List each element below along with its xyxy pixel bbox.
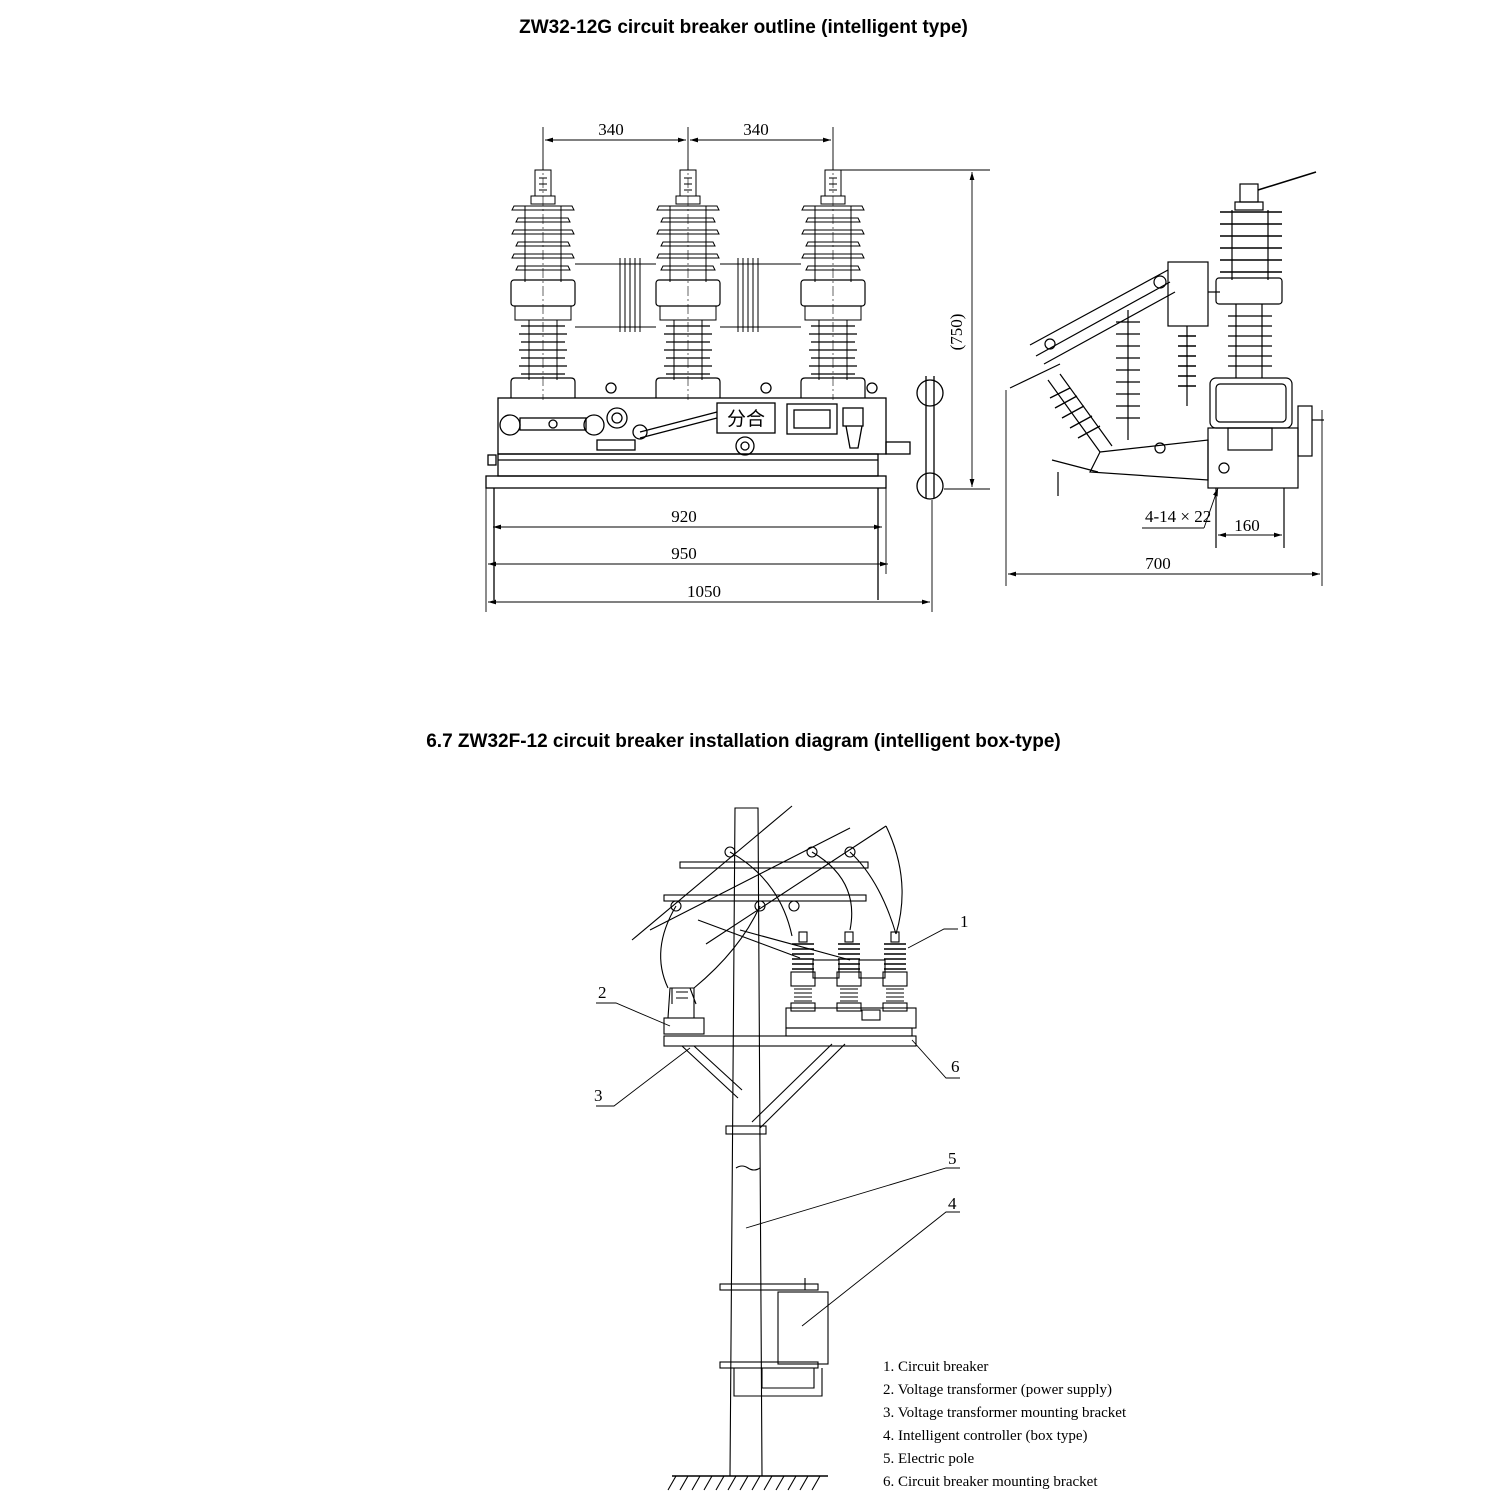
installation-view bbox=[631, 805, 917, 1491]
dim-mount-spacing: 160 bbox=[1234, 516, 1260, 535]
front-view: 分合 340 340 (750) bbox=[485, 120, 990, 612]
dim-pole-spacing-left: 340 bbox=[598, 120, 624, 139]
legend-item: 2. Voltage transformer (power supply) bbox=[883, 1382, 1112, 1398]
dim-mount-holes: 4-14 × 22 bbox=[1145, 507, 1211, 526]
dim-height: (750) bbox=[947, 314, 966, 351]
top-diagram-title: ZW32-12G circuit breaker outline (intell… bbox=[519, 17, 968, 38]
dim-width-950: 950 bbox=[671, 544, 697, 563]
dim-width-1050: 1050 bbox=[687, 582, 721, 601]
open-close-label: 分合 bbox=[727, 408, 765, 430]
callout-2: 2 bbox=[598, 983, 607, 1002]
legend-item: 5. Electric pole bbox=[883, 1451, 975, 1467]
dim-pole-spacing-right: 340 bbox=[743, 120, 769, 139]
dim-side-depth: 700 bbox=[1145, 554, 1171, 573]
callout-6: 6 bbox=[951, 1057, 960, 1076]
legend-item: 4. Intelligent controller (box type) bbox=[883, 1428, 1088, 1444]
legend-item: 1. Circuit breaker bbox=[883, 1359, 989, 1375]
bottom-diagram-title: 6.7 ZW32F-12 circuit breaker installatio… bbox=[426, 731, 1061, 752]
callout-1: 1 bbox=[960, 912, 969, 931]
legend-item: 6. Circuit breaker mounting bracket bbox=[883, 1474, 1098, 1490]
legend-item: 3. Voltage transformer mounting bracket bbox=[883, 1405, 1127, 1421]
side-view bbox=[1009, 171, 1324, 548]
parts-legend: 1. Circuit breaker 2. Voltage transforme… bbox=[883, 1356, 1126, 1494]
callout-3: 3 bbox=[594, 1086, 603, 1105]
callout-5: 5 bbox=[948, 1149, 957, 1168]
dim-width-920: 920 bbox=[671, 507, 697, 526]
callout-leaders bbox=[596, 928, 960, 1327]
side-view-dimensions bbox=[1005, 390, 1323, 586]
callout-4: 4 bbox=[948, 1194, 957, 1213]
